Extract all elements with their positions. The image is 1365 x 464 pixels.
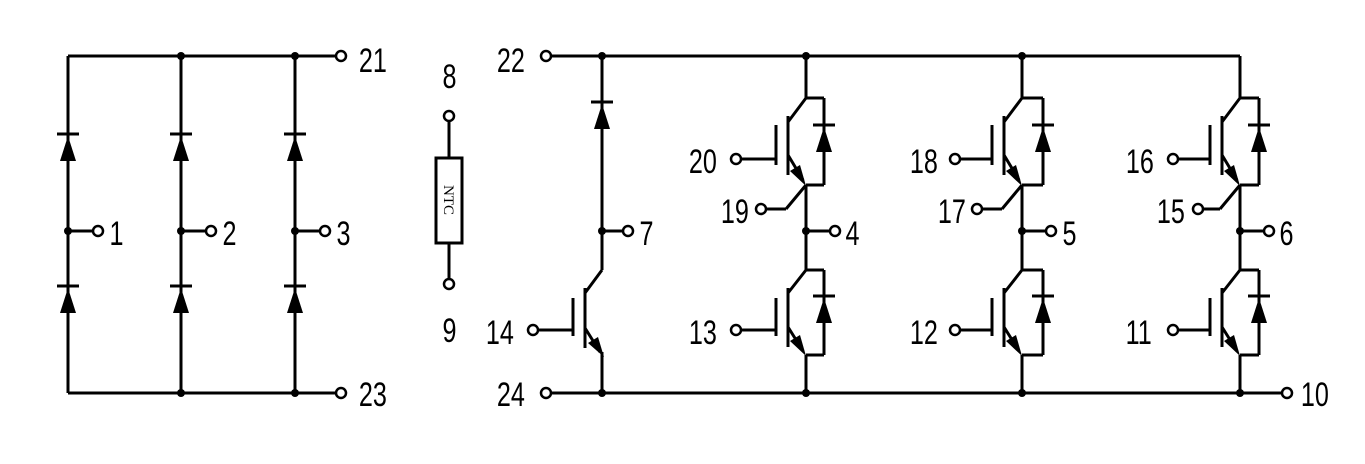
pin-labels: 21 1 2 3 23 8 9 22 7 14 24 20 19 4 13 18… xyxy=(109,42,1328,414)
inverter-rails xyxy=(551,54,1282,395)
pin-label-2: 2 xyxy=(222,215,236,253)
pin-label-6: 6 xyxy=(1279,215,1293,253)
brake-igbt-emitter-arrow xyxy=(588,337,604,357)
pin-label-11: 11 xyxy=(1126,314,1152,352)
igbt-v-low-arrow xyxy=(1006,335,1022,356)
pin-label-22: 22 xyxy=(497,42,525,80)
diode-u-low xyxy=(811,292,837,325)
diode-d3-upper xyxy=(282,130,308,163)
ntc-label: NTC xyxy=(440,185,456,215)
igbt-v-high-arrow xyxy=(1006,165,1022,186)
pin-label-20: 20 xyxy=(689,143,717,181)
pin-label-9: 9 xyxy=(442,312,456,350)
inverter-terminals xyxy=(526,49,1294,400)
diode-d1-upper xyxy=(55,130,81,163)
diode-w-high xyxy=(1246,121,1272,154)
diode-w-low xyxy=(1246,292,1272,325)
pin-label-12: 12 xyxy=(910,314,938,352)
pin-label-4: 4 xyxy=(845,215,859,253)
diode-d2-lower xyxy=(168,282,194,315)
igbt-w-low-arrow xyxy=(1224,335,1240,356)
ntc-thermistor: NTC xyxy=(434,109,464,291)
pin-label-10: 10 xyxy=(1301,376,1329,414)
pin-label-17: 17 xyxy=(938,193,966,231)
diode-v-low xyxy=(1030,292,1056,325)
igbt-u-low-arrow xyxy=(790,335,806,356)
pin-label-18: 18 xyxy=(910,143,938,181)
brake-diode xyxy=(589,98,615,131)
pin-label-13: 13 xyxy=(689,314,717,352)
pin-label-14: 14 xyxy=(486,314,514,352)
phase-leg-v xyxy=(960,56,1046,393)
pin-label-24: 24 xyxy=(497,376,525,414)
igbt-w-high-arrow xyxy=(1224,165,1240,186)
pin-label-1: 1 xyxy=(109,215,123,253)
rectifier-bridge xyxy=(66,54,336,395)
pin-label-16: 16 xyxy=(1126,143,1154,181)
rectifier-junctions xyxy=(64,52,299,397)
phase-leg-w xyxy=(1178,56,1264,393)
diode-d2-upper xyxy=(168,130,194,163)
phase-leg-u xyxy=(741,56,830,393)
pin-label-7: 7 xyxy=(639,215,653,253)
pin-label-19: 19 xyxy=(721,193,749,231)
rectifier-terminals xyxy=(91,49,348,400)
pin-label-8: 8 xyxy=(442,58,456,96)
diode-v-high xyxy=(1030,121,1056,154)
diode-d3-lower xyxy=(282,282,308,315)
pin-label-5: 5 xyxy=(1062,215,1076,253)
pin-label-21: 21 xyxy=(359,42,387,80)
pin-label-23: 23 xyxy=(359,376,387,414)
pin-label-3: 3 xyxy=(336,215,350,253)
diode-d1-lower xyxy=(55,282,81,315)
brake-chopper xyxy=(538,56,623,393)
diode-u-high xyxy=(811,121,837,154)
inverter-junctions xyxy=(598,52,1244,397)
pin-label-15: 15 xyxy=(1157,193,1185,231)
igbt-u-high-arrow xyxy=(790,165,806,186)
